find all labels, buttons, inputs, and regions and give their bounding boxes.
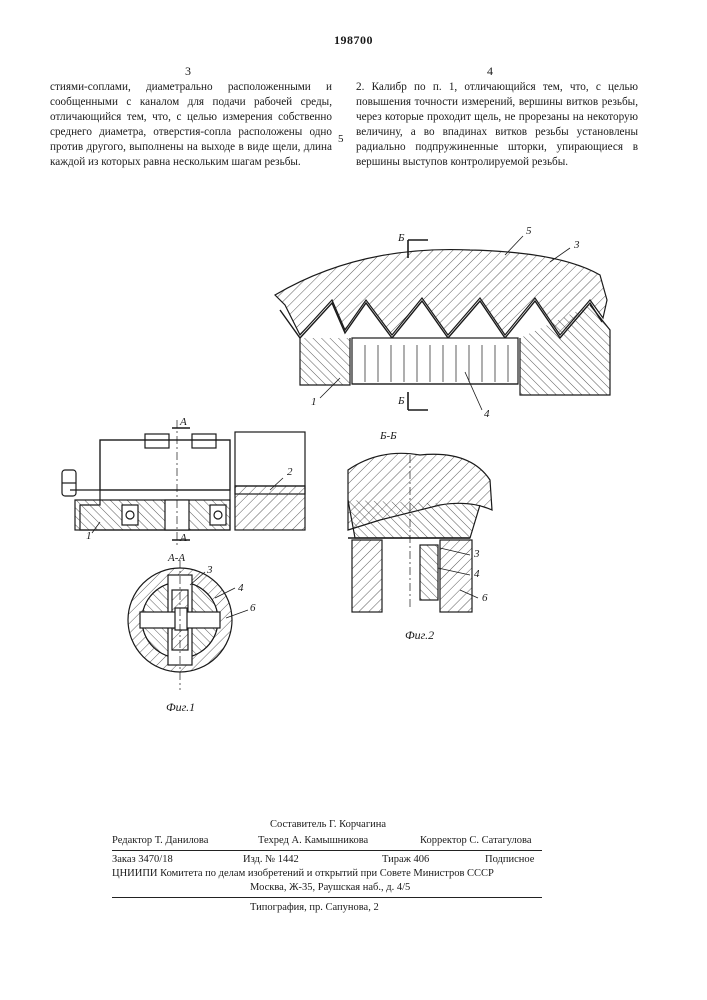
label-b-lower: Б: [398, 395, 405, 407]
label-section-bb: Б-Б: [380, 430, 397, 442]
footer-compiler: Составитель Г. Корчагина: [270, 819, 386, 830]
label-6-fig1: 6: [250, 602, 256, 614]
label-a-upper: А: [180, 416, 187, 428]
label-3-fig1: 3: [207, 564, 213, 576]
footer-rule-bottom: [112, 897, 542, 898]
footer-org-line2: Москва, Ж-35, Раушская наб., д. 4/5: [250, 882, 410, 893]
label-b-upper: Б: [398, 232, 405, 244]
footer-corrector: Корректор С. Сатагулова: [420, 835, 532, 846]
label-4-fig2: 4: [474, 568, 480, 580]
label-5-top: 5: [526, 225, 532, 237]
fig1-caption: Фиг.1: [166, 700, 195, 715]
fig1-section-aa: [128, 560, 248, 690]
thread-section-drawing: [275, 236, 610, 410]
footer-techeditor: Техред А. Камышникова: [258, 835, 368, 846]
label-4-top: 4: [484, 408, 490, 420]
footer-typography: Типография, пр. Сапунова, 2: [250, 902, 379, 913]
label-1-fig1: 1: [86, 530, 92, 542]
footer-order: Заказ 3470/18: [112, 854, 173, 865]
label-3-top: 3: [574, 239, 580, 251]
label-2-fig1: 2: [287, 466, 293, 478]
footer-rule-top: [112, 850, 542, 851]
fig1-side-view: [62, 420, 305, 545]
label-section-aa: А-А: [168, 552, 185, 564]
label-a-lower: А: [180, 532, 187, 544]
label-4-fig1: 4: [238, 582, 244, 594]
footer-podpisnoe: Подписное: [485, 854, 534, 865]
fig2-section-bb: [348, 453, 492, 612]
label-3-fig2: 3: [474, 548, 480, 560]
label-6-fig2: 6: [482, 592, 488, 604]
footer-tirazh: Тираж 406: [382, 854, 429, 865]
footer-izd: Изд. № 1442: [243, 854, 299, 865]
fig2-caption: Фиг.2: [405, 628, 434, 643]
footer-org-line1: ЦНИИПИ Комитета по делам изобретений и о…: [112, 868, 494, 879]
footer-editor: Редактор Т. Данилова: [112, 835, 208, 846]
label-1-top: 1: [311, 396, 317, 408]
